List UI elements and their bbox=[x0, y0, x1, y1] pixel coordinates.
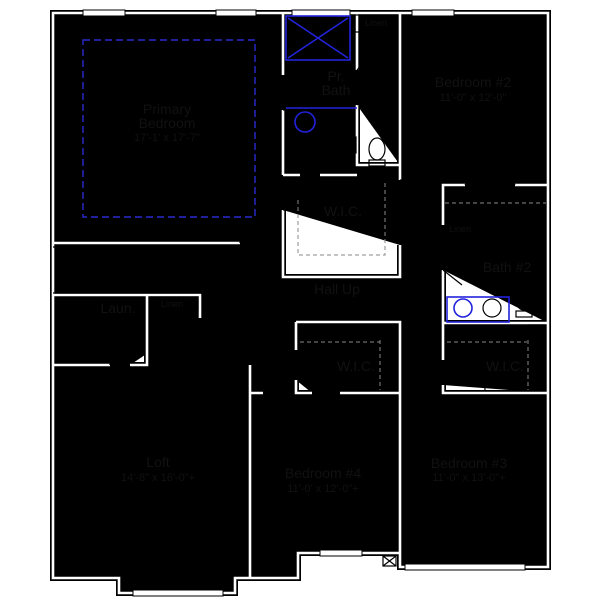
window bbox=[215, 9, 257, 17]
windows bbox=[82, 9, 526, 597]
loft-dims: 14'-8" x 16'-0"+ bbox=[121, 472, 195, 484]
loft-label: Loft bbox=[146, 454, 169, 470]
primary-bath-label-2: Bath bbox=[322, 82, 351, 98]
door-swing bbox=[405, 372, 441, 404]
door-swing bbox=[151, 317, 179, 346]
door-swing bbox=[457, 359, 486, 391]
bath2-label: Bath #2 bbox=[483, 259, 531, 275]
window bbox=[319, 549, 363, 557]
door-swing bbox=[239, 212, 271, 244]
toilet bbox=[368, 137, 386, 161]
hall-linen-label: Linen bbox=[161, 299, 183, 309]
stairs bbox=[53, 246, 235, 294]
bedroom2-label: Bedroom #2 bbox=[435, 74, 511, 90]
window bbox=[132, 589, 224, 597]
hall-label: Hall Up bbox=[314, 281, 360, 297]
primary-wic-label: W.I.C. bbox=[324, 203, 362, 219]
washer bbox=[61, 299, 95, 331]
door-swing bbox=[282, 74, 319, 111]
door-swing bbox=[356, 54, 371, 106]
window bbox=[291, 9, 351, 17]
primary-bedroom-label: Primary bbox=[143, 101, 191, 117]
sink bbox=[294, 111, 316, 133]
wall-lines bbox=[53, 13, 548, 593]
door-swing bbox=[282, 174, 319, 211]
sink bbox=[453, 298, 473, 318]
cabinet bbox=[339, 136, 357, 154]
labels: Primary Bedroom 17'-1' x 17'-7" Pr. Bath… bbox=[100, 18, 531, 495]
shower bbox=[285, 15, 351, 61]
toilet bbox=[515, 289, 533, 311]
bedroom3-label: Bedroom #3 bbox=[431, 455, 507, 471]
laundry-label: Laun. bbox=[100, 300, 135, 316]
primary-bath-label: Pr. bbox=[327, 68, 344, 84]
cabinet bbox=[285, 136, 303, 154]
window bbox=[82, 9, 126, 17]
bedroom4-label: Bedroom #4 bbox=[285, 465, 361, 481]
tray-ceiling bbox=[82, 39, 256, 218]
bifold-door bbox=[464, 163, 516, 186]
door-swing bbox=[311, 359, 341, 391]
doors bbox=[109, 54, 516, 404]
linen-label: Linen bbox=[365, 18, 387, 28]
bathtub bbox=[481, 221, 541, 251]
bedroom2-dims: 11'-0" x 12'-0" bbox=[440, 92, 507, 104]
bedroom3-dims: 11'-0" x 13'-0"+ bbox=[432, 472, 505, 484]
dryer bbox=[61, 331, 95, 361]
window bbox=[411, 9, 455, 17]
primary-bedroom-dims: 17'-1' x 17'-7" bbox=[134, 132, 200, 144]
bath2-linen-label: Linen bbox=[449, 224, 471, 234]
bedroom4-dims: 11'-0' x 12'-0"+ bbox=[287, 483, 358, 495]
wic4-label: W.I.C. bbox=[337, 358, 375, 374]
sink bbox=[482, 298, 502, 318]
wic3-label: W.I.C. bbox=[486, 358, 524, 374]
window bbox=[404, 563, 526, 571]
door-swing bbox=[109, 336, 139, 366]
primary-bedroom-label-2: Bedroom bbox=[139, 115, 196, 131]
walls bbox=[53, 13, 548, 593]
sink bbox=[326, 111, 348, 133]
door-swing bbox=[262, 372, 294, 404]
door-swing bbox=[442, 269, 463, 286]
door-swing bbox=[399, 179, 441, 221]
fixtures bbox=[61, 14, 546, 567]
